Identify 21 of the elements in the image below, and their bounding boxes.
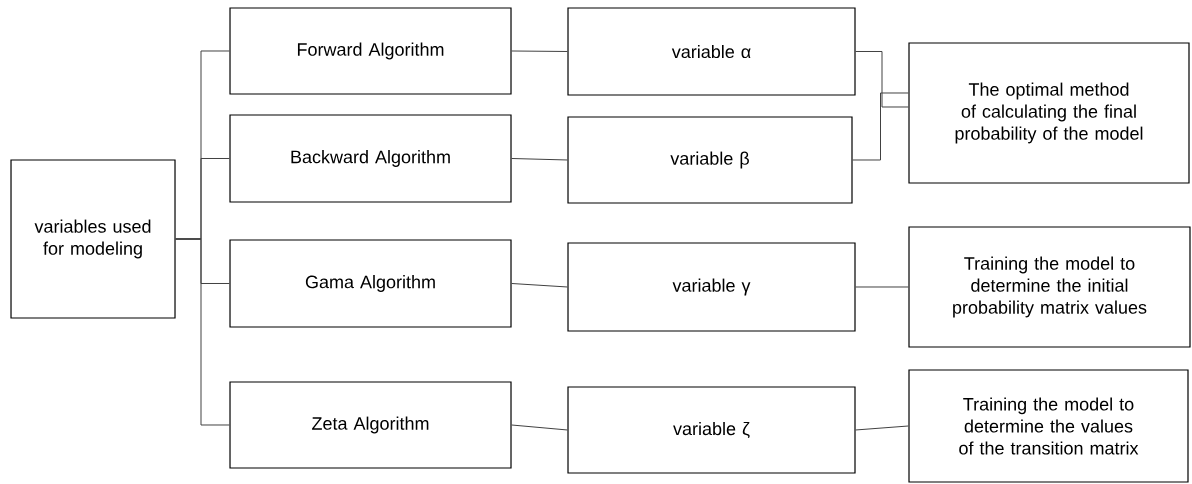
algorithm-box: Zeta Algorithm (229, 381, 512, 469)
connector-line (852, 92, 909, 161)
connector-line (511, 158, 568, 161)
algorithm-box: Gama Algorithm (229, 239, 512, 328)
variable-box: variable γ (567, 242, 856, 332)
description-box: The optimal method of calculating the final probability of the model (908, 42, 1190, 184)
connector-line (511, 50, 568, 52)
variable-box: variable β (567, 116, 853, 204)
variable-box: variable α (567, 7, 856, 96)
connector-line (855, 425, 909, 431)
description-box: Training the model to determine the initial probability matrix values (908, 226, 1191, 348)
algorithm-box: Backward Algorithm (229, 114, 512, 203)
connector-line (511, 424, 568, 431)
connector-line (511, 283, 568, 288)
algorithm-box: Forward Algorithm (229, 7, 512, 95)
variable-box: variable ζ (567, 386, 856, 474)
connector-line (855, 51, 909, 108)
root-box: variables used for modeling (10, 159, 176, 319)
description-box: Training the model to determine the values of the transition matrix (908, 369, 1189, 483)
connector-line (175, 238, 230, 426)
connector-line (855, 286, 909, 288)
